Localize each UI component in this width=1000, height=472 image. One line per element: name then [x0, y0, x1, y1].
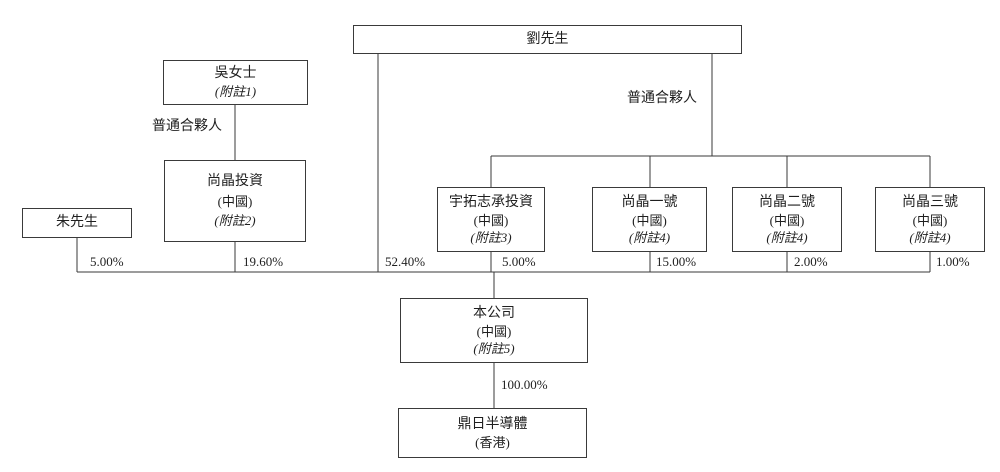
- entity-note: (附註4): [909, 229, 951, 245]
- entity-box-shangjing-investment: 尚晶投資 (中國) (附註2): [164, 160, 306, 242]
- entity-region: (中國): [473, 212, 509, 228]
- entity-box-wu: 吳女士 (附註1): [163, 60, 308, 105]
- ownership-pct-shangjing-investment: 19.60%: [243, 254, 284, 269]
- entity-name: 劉先生: [526, 31, 569, 47]
- ownership-pct-no3: 1.00%: [936, 254, 970, 269]
- entity-name: 尚晶一號: [621, 194, 678, 210]
- entity-region: (中國): [476, 323, 512, 339]
- entity-region: (香港): [475, 434, 510, 450]
- entity-region: (中國): [632, 212, 667, 228]
- gp-label-left: 普通合夥人: [152, 119, 222, 134]
- ownership-pct-liu-direct: 52.40%: [385, 254, 426, 269]
- entity-box-liu: 劉先生: [353, 25, 742, 54]
- entity-box-dingri: 鼎日半導體 (香港): [398, 408, 587, 458]
- entity-note: (附註3): [470, 229, 512, 245]
- entity-note: (附註1): [214, 84, 257, 99]
- entity-name: 吳女士: [214, 66, 257, 81]
- entity-box-shangjing-no1: 尚晶一號 (中國) (附註4): [592, 187, 707, 252]
- entity-box-shangjing-no3: 尚晶三號 (中國) (附註4): [875, 187, 985, 252]
- entity-note: (附註4): [766, 229, 808, 245]
- ownership-pct-yutuo: 5.00%: [502, 254, 536, 269]
- ownership-pct-zhu: 5.00%: [90, 254, 124, 269]
- entity-box-company: 本公司 (中國) (附註5): [400, 298, 588, 363]
- ownership-pct-no1: 15.00%: [656, 254, 697, 269]
- ownership-pct-dingri: 100.00%: [501, 377, 548, 392]
- entity-name: 本公司: [473, 305, 515, 321]
- entity-name: 朱先生: [56, 215, 98, 230]
- entity-region: (中國): [769, 212, 805, 228]
- entity-region: (中國): [912, 212, 948, 228]
- entity-name: 尚晶二號: [759, 194, 815, 210]
- entity-note: (附註5): [473, 340, 515, 356]
- entity-name: 尚晶投資: [207, 174, 263, 189]
- entity-name: 尚晶三號: [902, 194, 958, 210]
- entity-box-yutuo: 宇拓志承投資 (中國) (附註3): [437, 187, 545, 252]
- entity-name: 宇拓志承投資: [449, 194, 533, 210]
- entity-note: (附註4): [628, 229, 671, 245]
- gp-label-right: 普通合夥人: [627, 91, 697, 106]
- entity-region: (中國): [217, 194, 253, 209]
- entity-box-shangjing-no2: 尚晶二號 (中國) (附註4): [732, 187, 842, 252]
- ownership-pct-no2: 2.00%: [794, 254, 828, 269]
- entity-name: 鼎日半導體: [457, 416, 528, 432]
- entity-box-zhu: 朱先生: [22, 208, 132, 238]
- entity-note: (附註2): [214, 213, 256, 228]
